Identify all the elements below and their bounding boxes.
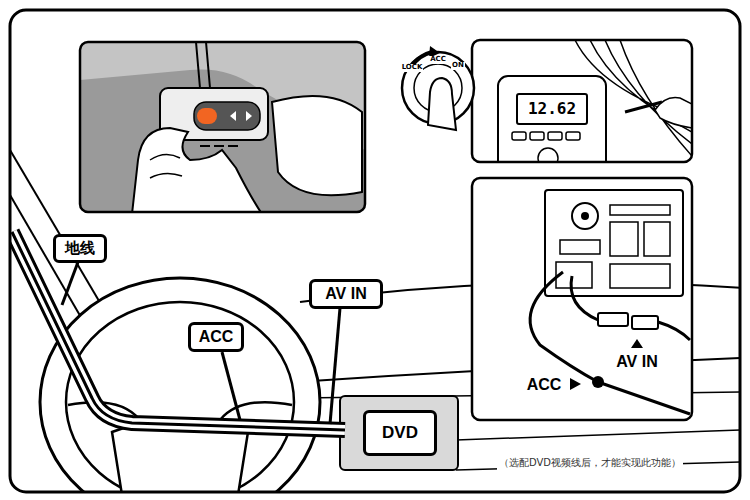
hand xyxy=(132,128,262,212)
dashcam-panel xyxy=(194,102,260,130)
port xyxy=(560,240,600,254)
signal-name: AV IN xyxy=(615,353,658,371)
multimeter xyxy=(498,76,606,162)
pointer-arrow xyxy=(631,339,643,348)
av-cable xyxy=(658,322,690,340)
dvd-back-inset xyxy=(472,178,692,420)
caption-note: （选配DVD视频线后，才能实现此功能） xyxy=(497,456,683,470)
ignition-position: ON xyxy=(451,62,465,70)
side-buttons xyxy=(200,145,238,147)
dashcam-inset xyxy=(80,42,365,214)
av-plug xyxy=(598,313,628,326)
inset-frame xyxy=(472,40,692,162)
meter-button xyxy=(566,132,580,140)
meter-inset xyxy=(402,40,692,172)
meter-button xyxy=(548,132,562,140)
multimeter-display xyxy=(517,94,587,124)
inset-frame xyxy=(80,42,365,212)
node-text: AV IN xyxy=(325,285,366,303)
dashboard-line xyxy=(456,430,740,440)
av-socket xyxy=(632,316,658,329)
dvd-bezel xyxy=(340,396,458,470)
rear-mirror xyxy=(272,96,362,195)
acc-label-box: ACC xyxy=(188,322,244,352)
guide xyxy=(300,300,330,420)
avin-label-box: AV IN xyxy=(309,279,383,309)
port xyxy=(610,205,670,215)
finger-line xyxy=(150,154,182,178)
signal-name: ACC xyxy=(526,376,563,394)
ground-label-box: 地线 xyxy=(53,234,107,263)
dvd-screen-box: DVD xyxy=(363,410,437,456)
port xyxy=(644,222,670,256)
fan-hub xyxy=(581,212,589,220)
leader-line xyxy=(222,352,240,420)
pointer-arrow xyxy=(570,378,581,390)
wire-bundle xyxy=(12,232,345,430)
inset-frame xyxy=(472,178,692,420)
port xyxy=(610,264,670,288)
port xyxy=(610,222,638,256)
meter-button xyxy=(512,132,526,140)
dvd-unit-back xyxy=(545,190,683,296)
wire-bundle xyxy=(12,232,345,430)
leader-line xyxy=(62,262,78,305)
cable-junction xyxy=(592,376,604,388)
ignition-position: ACC xyxy=(429,56,447,64)
node-text: ACC xyxy=(199,328,234,346)
meter-reading: 12.62 xyxy=(527,100,577,118)
ignition-position: LOCK xyxy=(401,64,424,72)
record-button xyxy=(197,108,217,124)
acc-cable xyxy=(530,272,598,382)
button-icon xyxy=(230,111,236,121)
node-text: 地线 xyxy=(65,240,95,257)
node-text: DVD xyxy=(382,424,418,443)
mount-stem xyxy=(196,42,210,88)
outer-frame xyxy=(10,10,740,492)
meter-button xyxy=(530,132,544,140)
acc-cable xyxy=(598,382,690,414)
button-icon xyxy=(246,111,252,121)
fan xyxy=(572,203,598,229)
leader-line xyxy=(330,308,340,424)
meter-dial xyxy=(538,148,558,162)
hand xyxy=(655,98,692,129)
wire-bundle xyxy=(12,232,345,430)
finger xyxy=(428,78,456,130)
av-cable xyxy=(571,276,598,320)
